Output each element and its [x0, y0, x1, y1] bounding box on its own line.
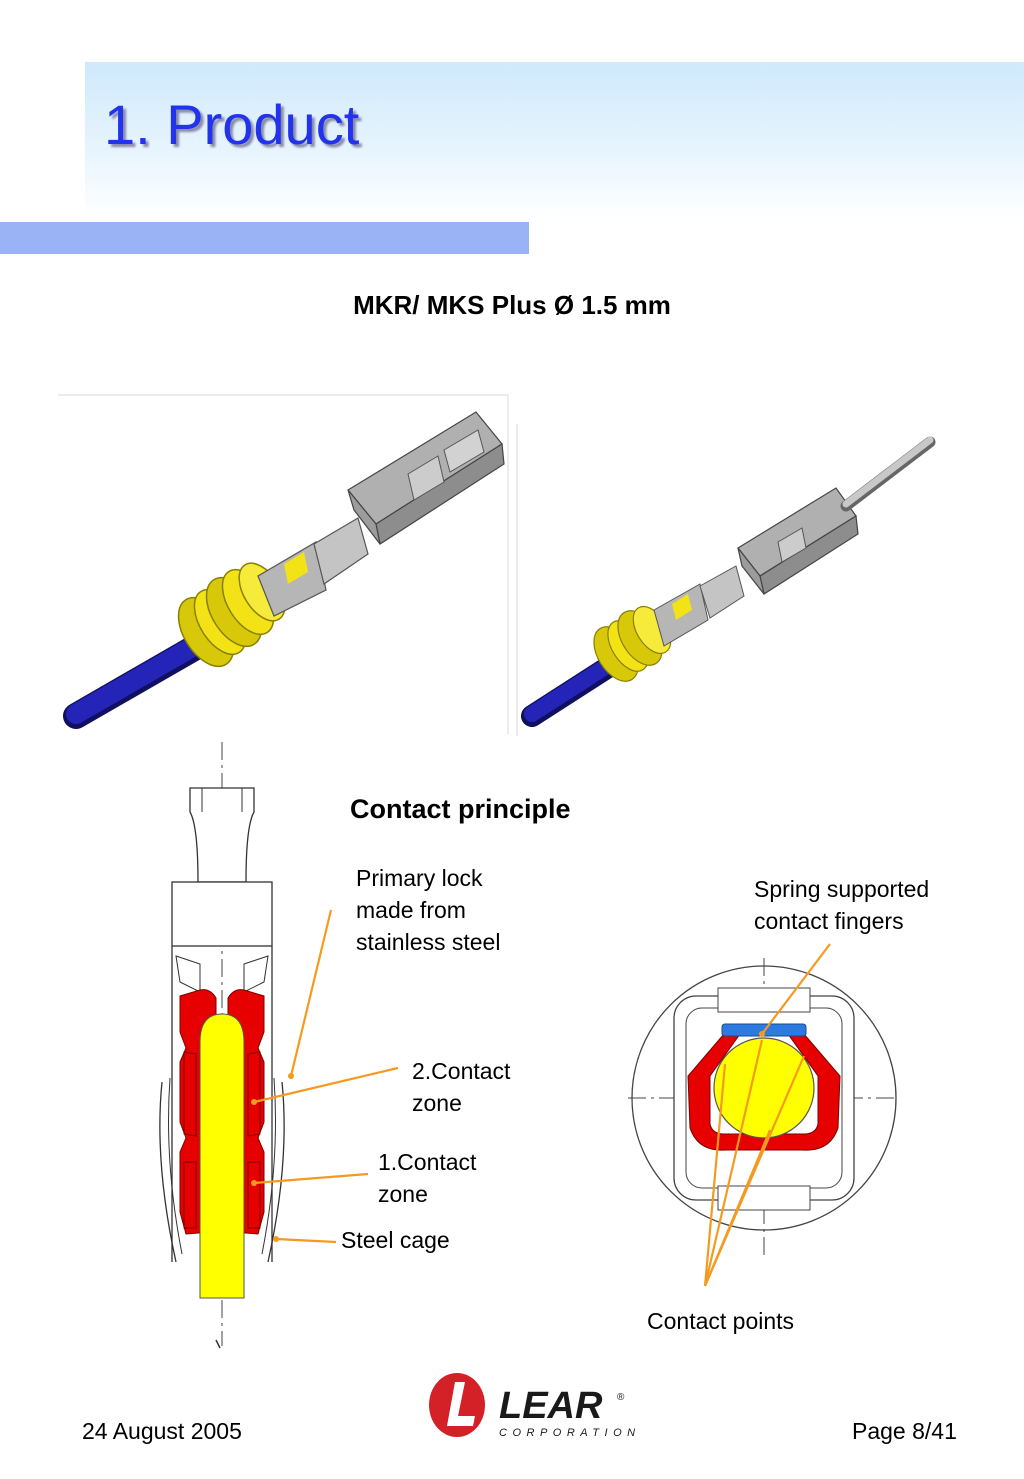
- contact-principle-heading: Contact principle: [350, 794, 571, 824]
- leader-contact-zone-1: [253, 1172, 369, 1185]
- slide-title: 1. Product: [104, 93, 360, 156]
- contact-cross-section-drawing: [159, 742, 285, 1349]
- leader-contact-zone-2: [253, 1066, 399, 1104]
- spring-fingers-label: Spring supported contact fingers: [754, 876, 930, 934]
- contact-zone-1-label: 1.Contact zone: [378, 1149, 477, 1207]
- leader-spring-fingers: [761, 943, 831, 1035]
- contact-points-label: Contact points: [647, 1308, 795, 1334]
- lear-logo-corporation: CORPORATION: [499, 1427, 641, 1439]
- leader-contact-point-1: [703, 1039, 764, 1287]
- contact-zone-2-label: 2.Contact zone: [412, 1058, 511, 1116]
- terminal-render-right: [516, 424, 936, 736]
- lear-logo-wordmark: LEAR: [499, 1385, 603, 1427]
- leader-steel-cage: [275, 1237, 337, 1244]
- lear-logo-mark: LEAR ® CORPORATION: [429, 1373, 641, 1439]
- primary-lock-label: Primary lock made from stainless steel: [356, 865, 501, 955]
- accent-bar: [0, 222, 529, 254]
- leader-primary-lock: [289, 909, 333, 1077]
- leader-contact-point-2: [703, 1063, 727, 1287]
- lear-logo: LEAR ® CORPORATION: [425, 1370, 665, 1442]
- page-number: Page 8/41: [852, 1418, 957, 1444]
- lear-logo-registered: ®: [617, 1392, 625, 1403]
- leader-contact-point-4: [703, 1129, 772, 1287]
- contact-round-section-drawing: [628, 958, 898, 1258]
- title-band: [85, 62, 1024, 217]
- footer-date: 24 August 2005: [82, 1418, 242, 1444]
- terminal-render-left: [58, 394, 509, 734]
- steel-cage-label: Steel cage: [341, 1227, 450, 1253]
- product-subtitle: MKR/ MKS Plus Ø 1.5 mm: [353, 290, 671, 320]
